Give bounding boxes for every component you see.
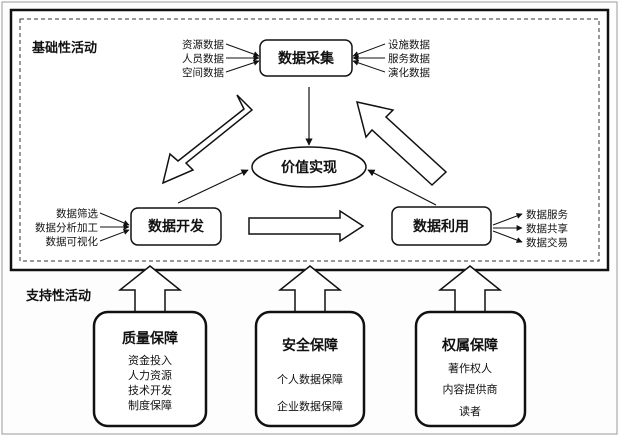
develop-input-label: 数据分析加工 — [35, 221, 98, 234]
data-utilization-node — [391, 206, 492, 246]
develop-to-value-arrow — [177, 169, 249, 204]
develop-to-use-arrow — [248, 209, 365, 243]
use-to-collect-arrow — [355, 101, 448, 187]
data-development-label: 数据开发 — [148, 218, 205, 235]
ownership-support-up-arrow — [437, 265, 503, 313]
basic-activities-label: 基础性活动 — [31, 40, 97, 56]
data-collection-label: 数据采集 — [278, 50, 335, 67]
collect-input-label: 人员数据 — [182, 52, 224, 65]
use-to-value-arrow — [367, 169, 437, 206]
use-output-label: 数据共享 — [526, 222, 568, 235]
develop-input-label: 数据筛选 — [56, 207, 98, 220]
collect-input-label: 设施数据 — [388, 38, 430, 51]
quality-assurance-item: 资金投入 — [128, 353, 172, 367]
quality-assurance-title: 质量保障 — [122, 330, 178, 347]
quality-assurance-item: 人力资源 — [128, 368, 172, 382]
collect-right-input-arrow-3 — [352, 59, 386, 73]
security-assurance-box — [254, 310, 366, 428]
develop-input-label: 数据可视化 — [46, 235, 99, 248]
ownership-assurance-item: 读者 — [459, 404, 481, 418]
ownership-assurance-title: 权属保障 — [441, 337, 498, 354]
ownership-assurance-item: 内容提供商 — [443, 382, 498, 396]
security-assurance-title: 安全保障 — [282, 337, 338, 354]
collect-left-input-arrow-3 — [225, 59, 260, 73]
ownership-assurance-box — [414, 310, 527, 428]
ownership-assurance-item: 著作权人 — [448, 361, 492, 375]
collect-input-label: 演化数据 — [388, 66, 430, 79]
collect-input-label: 空间数据 — [182, 66, 224, 79]
collect-input-label: 资源数据 — [182, 38, 224, 51]
develop-input-arrow-3 — [99, 229, 130, 242]
collect-input-label: 服务数据 — [388, 52, 430, 65]
security-assurance-item: 企业数据保障 — [277, 399, 343, 413]
data-collection-node — [259, 39, 353, 77]
develop-input-arrow-1 — [99, 212, 130, 226]
security-assurance-item: 个人数据保障 — [277, 372, 343, 386]
use-output-label: 数据交易 — [526, 236, 568, 249]
data-utilization-label: 数据利用 — [413, 218, 469, 235]
value-realization-node — [251, 146, 367, 188]
quality-assurance-item: 技术开发 — [128, 383, 172, 397]
support-activities-label: 支持性活动 — [25, 288, 91, 304]
use-output-arrow-1 — [492, 213, 523, 226]
collect-right-input-arrow-1 — [352, 43, 386, 57]
quality-assurance-item: 制度保障 — [128, 398, 172, 412]
collect-to-develop-arrow — [161, 94, 254, 185]
collect-left-input-arrow-1 — [225, 43, 260, 57]
use-output-arrow-3 — [492, 230, 523, 243]
use-output-label: 数据服务 — [526, 208, 568, 221]
data-development-node — [130, 207, 222, 246]
quality-support-up-arrow — [117, 265, 183, 313]
quality-assurance-box — [92, 310, 208, 428]
basic-activities-dashed-border — [19, 18, 600, 262]
value-realization-label: 价值实现 — [281, 159, 337, 176]
security-support-up-arrow — [277, 265, 343, 313]
